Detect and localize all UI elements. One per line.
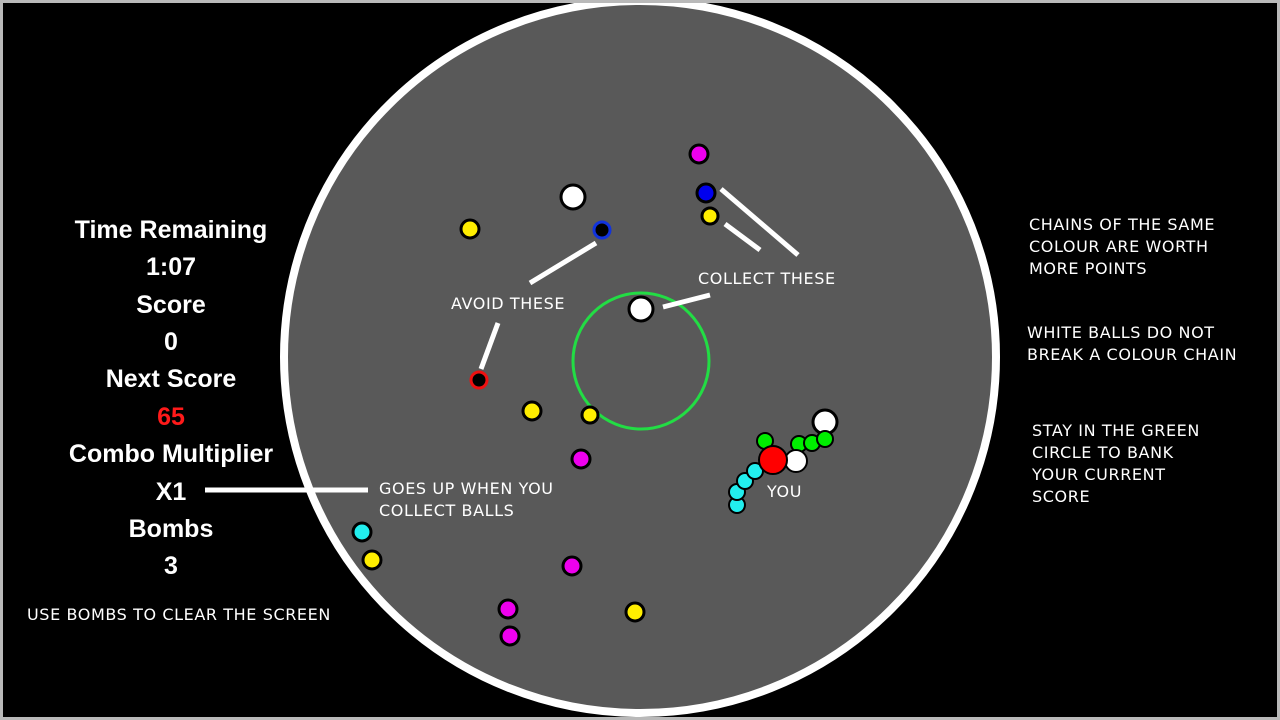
you-label: YOU: [767, 482, 803, 501]
next-score-value: 65: [157, 403, 185, 431]
collect-hint: COLLECT THESE: [698, 269, 836, 288]
arena-circle: [280, 3, 1000, 717]
bombs-hint: USE BOMBS TO CLEAR THE SCREEN: [27, 605, 331, 624]
player-chain: [728, 430, 834, 514]
avoid-hint: AVOID THESE: [451, 294, 566, 313]
ball-white: [627, 295, 655, 323]
ball-yellow: [700, 206, 720, 226]
chain-ball-white: [784, 449, 808, 473]
ball-yellow: [624, 601, 646, 623]
ball-magenta: [688, 143, 710, 165]
avoid-ball-red: [469, 370, 489, 390]
chain-ball-green: [816, 430, 834, 448]
time-remaining-label: Time Remaining: [74, 216, 268, 244]
time-remaining-value: 1:07: [145, 253, 197, 281]
ball-yellow: [521, 400, 543, 422]
next-score-label: Next Score: [105, 365, 237, 393]
combo-multiplier-label: Combo Multiplier: [68, 440, 274, 468]
collectible-balls: [351, 143, 839, 647]
ball-magenta: [499, 625, 521, 647]
combo-hint: GOES UP WHEN YOU COLLECT BALLS: [379, 479, 554, 520]
ball-yellow: [361, 549, 383, 571]
pointer-lines: [205, 187, 800, 493]
avoid-ball-blue: [592, 220, 612, 240]
bank-zone-circle: [571, 291, 711, 431]
chains-hint: CHAINS OF THE SAME COLOUR ARE WORTH MORE…: [1029, 215, 1216, 278]
ball-cyan: [351, 521, 373, 543]
score-value: 0: [164, 328, 178, 356]
player-ball: [758, 445, 788, 475]
green-circle-hint: STAY IN THE GREEN CIRCLE TO BANK YOUR CU…: [1032, 421, 1200, 506]
combo-multiplier-value: X1: [155, 478, 187, 506]
pointer-avoid-red: [478, 322, 501, 370]
ball-magenta: [561, 555, 583, 577]
bombs-value: 3: [164, 552, 178, 580]
pointer-collect-mid: [723, 221, 762, 253]
score-label: Score: [136, 291, 206, 319]
pointer-avoid-blue: [528, 240, 598, 286]
ball-yellow: [580, 405, 600, 425]
bombs-label: Bombs: [128, 515, 214, 543]
pointer-collect-top: [719, 187, 800, 257]
pointer-collect-white: [662, 292, 711, 310]
ball-yellow: [459, 218, 481, 240]
ball-magenta: [570, 448, 592, 470]
game-board[interactable]: [3, 3, 1277, 717]
white-balls-hint: WHITE BALLS DO NOT BREAK A COLOUR CHAIN: [1027, 323, 1238, 364]
ball-magenta: [497, 598, 519, 620]
ball-white: [559, 183, 587, 211]
ball-blue: [695, 182, 717, 204]
